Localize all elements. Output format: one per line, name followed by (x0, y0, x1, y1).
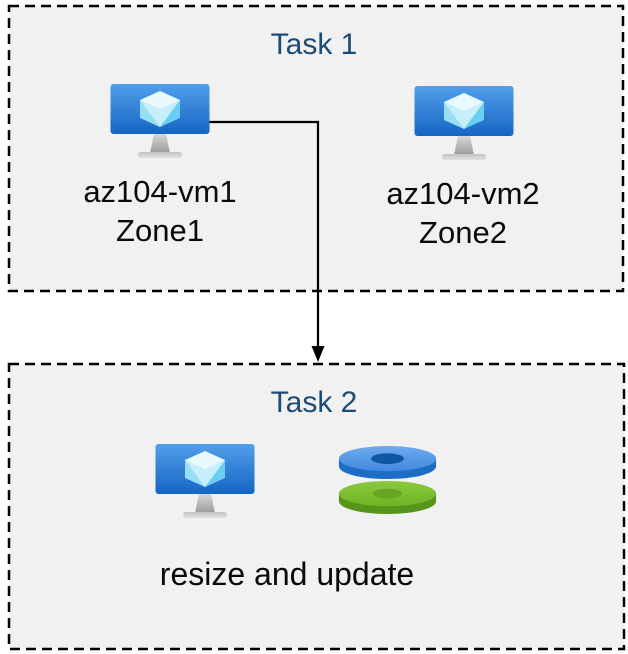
virtual-machine-icon (110, 84, 210, 158)
arrowhead-icon (311, 346, 325, 362)
task2-box (7, 362, 626, 651)
arrow-down-connector (207, 120, 320, 348)
virtual-machine-icon (155, 444, 255, 518)
vm1-label: az104-vm1 Zone1 (35, 172, 285, 250)
task1-title: Task 1 (270, 28, 358, 61)
vm2-label: az104-vm2 Zone2 (338, 174, 588, 252)
vm2-name: az104-vm2 (386, 176, 540, 211)
vm2-zone: Zone2 (419, 215, 507, 250)
virtual-machine-icon (414, 86, 514, 160)
managed-disks-icon (338, 446, 437, 514)
task1-box (7, 4, 625, 293)
task2-caption: resize and update (159, 556, 415, 592)
task2-title: Task 2 (270, 386, 358, 419)
disk-green (338, 480, 437, 514)
vm1-name: az104-vm1 (83, 174, 237, 209)
vm1-zone: Zone1 (116, 213, 204, 248)
disk-blue (338, 446, 437, 480)
